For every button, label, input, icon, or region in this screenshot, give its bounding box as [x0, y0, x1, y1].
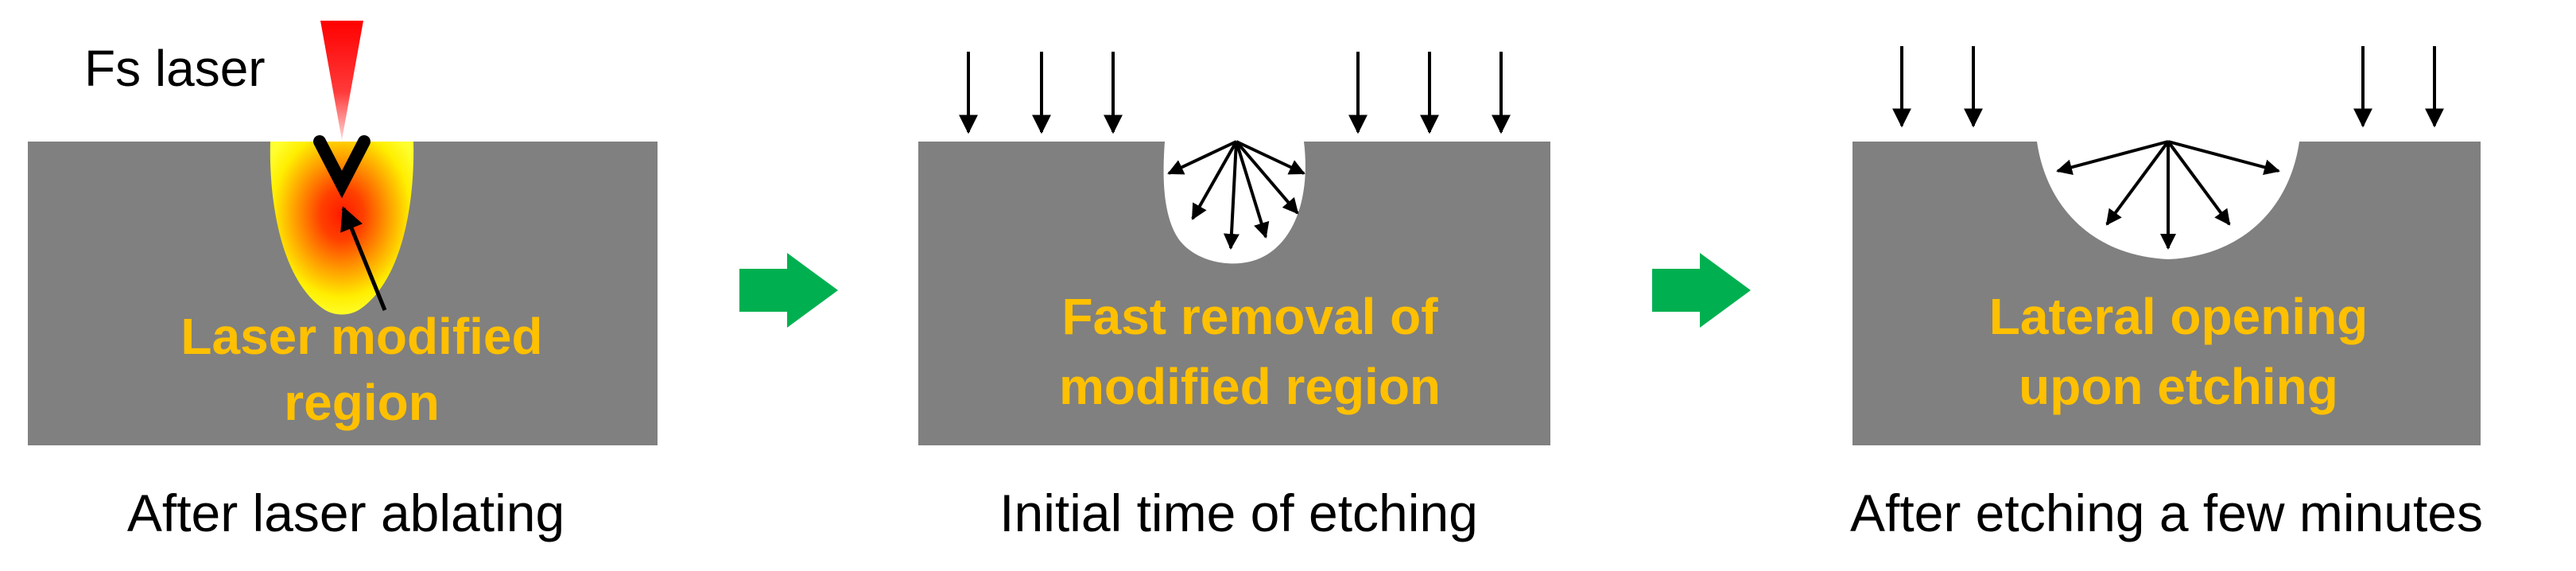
radial-etch-arrows: [1167, 140, 1305, 250]
region-label-line-2: modified region: [1059, 358, 1441, 415]
region-label-line-1: Fast removal of: [1061, 288, 1438, 345]
panel-caption: After laser ablating: [127, 484, 564, 542]
radial-arrow: [2056, 140, 2169, 176]
right-arrow-icon: [739, 253, 838, 328]
etchant-arrows: [959, 52, 1511, 134]
radial-arrow: [1191, 141, 1238, 220]
radial-arrow: [2167, 140, 2280, 176]
ablated-crater: [313, 135, 370, 199]
radial-arrow: [1236, 140, 1305, 175]
radial-arrow: [1223, 141, 1240, 250]
radial-etch-arrows: [2056, 140, 2280, 250]
panel-laser-ablating: Fs laser Laser modified region After las…: [28, 21, 658, 542]
laser-beam-icon: [320, 21, 363, 140]
region-label-line-2: region: [284, 374, 440, 431]
fs-laser-label: Fs laser: [84, 40, 266, 97]
panel-caption: After etching a few minutes: [1850, 484, 2483, 542]
region-label-line-1: Laser modified: [180, 308, 542, 365]
panel-caption: Initial time of etching: [999, 484, 1478, 542]
radial-arrow: [1235, 140, 1299, 215]
region-label-line-2: upon etching: [2019, 358, 2338, 415]
region-label-line-1: Lateral opening: [1989, 288, 2368, 345]
etchant-arrows: [1892, 46, 2444, 128]
radial-arrow: [1235, 141, 1270, 239]
right-arrow-icon: [1652, 253, 1751, 328]
radial-arrow: [2167, 140, 2231, 226]
panel-lateral-etching: Lateral opening upon etching After etchi…: [1850, 46, 2483, 542]
modified-region-pointer: [340, 206, 387, 311]
radial-arrow: [2105, 140, 2170, 226]
panel-initial-etching: Fast removal of modified region Initial …: [918, 52, 1550, 542]
radial-arrow: [1167, 140, 1237, 175]
